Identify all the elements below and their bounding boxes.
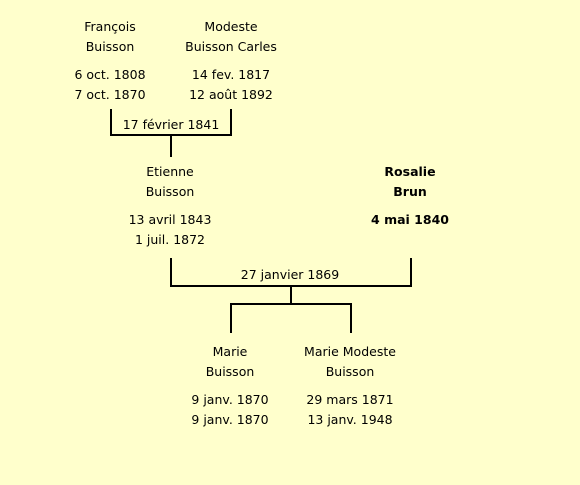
first-name: Marie Modeste: [304, 344, 396, 359]
first-name: François: [84, 19, 136, 34]
connector-child-marie: [230, 303, 232, 333]
connector-modeste-down: [230, 109, 232, 136]
first-name: Etienne: [146, 164, 194, 179]
connector-marriage-1-child: [170, 136, 172, 157]
first-name: Rosalie: [384, 164, 436, 179]
person-marie-buisson: Marie Buisson 9 janv. 1870 9 janv. 1870: [150, 342, 310, 430]
connector-francois-down: [110, 109, 112, 136]
person-etienne-buisson: Etienne Buisson 13 avril 1843 1 juil. 18…: [90, 162, 250, 250]
death-date: 12 août 1892: [189, 87, 273, 102]
person-modeste-buisson-carles: Modeste Buisson Carles 14 fev. 1817 12 a…: [151, 17, 311, 105]
last-name: Buisson: [325, 364, 375, 379]
last-name: Buisson: [205, 364, 255, 379]
connector-child-marie-modeste: [350, 303, 352, 333]
last-name: Brun: [393, 184, 427, 199]
birth-date: 6 oct. 1808: [74, 67, 146, 82]
birth-date: 4 mai 1840: [371, 212, 449, 227]
death-date: 7 oct. 1870: [74, 87, 146, 102]
first-name: Marie: [212, 344, 248, 359]
first-name: Modeste: [204, 19, 258, 34]
person-francois-buisson: François Buisson 6 oct. 1808 7 oct. 1870: [30, 17, 190, 105]
connector-children-bar: [230, 303, 352, 305]
last-name: Buisson Carles: [185, 39, 277, 54]
connector-marriage-2-bar: [170, 285, 412, 287]
death-date: 13 janv. 1948: [307, 412, 393, 427]
death-date: 9 janv. 1870: [191, 412, 269, 427]
connector-etienne-down: [170, 258, 172, 287]
connector-rosalie-down: [410, 258, 412, 287]
birth-date: 13 avril 1843: [128, 212, 212, 227]
birth-date: 29 mars 1871: [306, 392, 394, 407]
death-date: 1 juil. 1872: [134, 232, 206, 247]
marriage-date-1: 17 février 1841: [122, 117, 220, 132]
birth-date: 9 janv. 1870: [191, 392, 269, 407]
person-rosalie-brun: Rosalie Brun 4 mai 1840: [330, 162, 490, 230]
birth-date: 14 fev. 1817: [191, 67, 271, 82]
marriage-date-2: 27 janvier 1869: [240, 267, 340, 282]
connector-marriage-2-stem: [290, 287, 292, 305]
person-marie-modeste-buisson: Marie Modeste Buisson 29 mars 1871 13 ja…: [270, 342, 430, 430]
last-name: Buisson: [145, 184, 195, 199]
last-name: Buisson: [85, 39, 135, 54]
connector-marriage-1-bar: [110, 134, 232, 136]
